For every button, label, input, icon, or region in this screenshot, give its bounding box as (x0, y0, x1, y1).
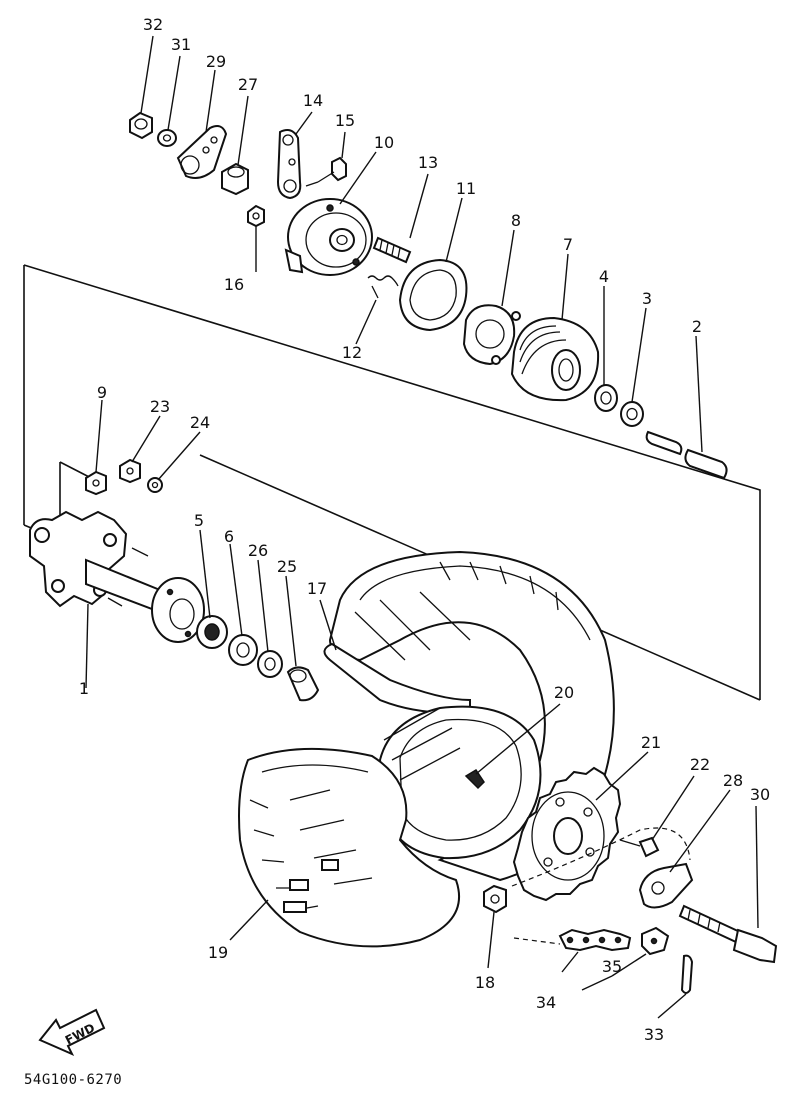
part-4-bearing (594, 384, 618, 412)
drive-chain-path (511, 827, 691, 945)
part-23-nut (119, 458, 141, 484)
label-part-18: 18 (475, 973, 495, 992)
part-6-spacer (228, 634, 258, 666)
label-part-2: 2 (692, 317, 702, 336)
label-part-30: 30 (750, 785, 770, 804)
catalog-code: 54G100-6270 (24, 1072, 123, 1088)
label-part-8: 8 (511, 211, 521, 230)
label-part-29: 29 (206, 52, 226, 71)
part-22-bolt (619, 836, 660, 858)
part-number-labels: 32 31 29 27 14 15 10 16 13 11 12 8 7 4 3… (79, 15, 770, 1044)
part-8-plate (462, 304, 521, 366)
label-part-11: 11 (456, 179, 476, 198)
label-part-34: 34 (536, 993, 556, 1012)
part-10-brake-plate (284, 198, 373, 276)
part-2-collar (645, 430, 728, 480)
label-part-9: 9 (97, 383, 107, 402)
part-35-master-link (641, 926, 670, 956)
part-1-rear-axle-hub (29, 510, 205, 643)
fwd-arrow-icon: FWD (38, 1008, 106, 1057)
part-9-nut (85, 470, 107, 496)
part-18-nut (483, 884, 507, 914)
part-7-brake-drum (510, 316, 600, 402)
part-34-drive-chain (558, 928, 632, 952)
part-14-brake-arm (276, 129, 302, 200)
label-part-33: 33 (644, 1025, 664, 1044)
part-19-tire (238, 747, 461, 948)
part-28-chain-puller (638, 862, 694, 909)
label-part-15: 15 (335, 111, 355, 130)
part-12-spring (367, 275, 399, 299)
part-30-axle-bolt (678, 904, 778, 964)
part-20-valve (464, 768, 485, 790)
label-part-6: 6 (224, 527, 234, 546)
label-part-13: 13 (418, 153, 438, 172)
part-11-brake-shoe (398, 258, 468, 332)
part-15-bolt (305, 156, 347, 187)
label-part-16: 16 (224, 275, 244, 294)
label-part-7: 7 (563, 235, 573, 254)
label-part-25: 25 (277, 557, 297, 576)
part-26-washer (257, 650, 283, 678)
label-part-32: 32 (143, 15, 163, 34)
label-part-28: 28 (723, 771, 743, 790)
part-27-collar (221, 162, 249, 196)
rim-center (378, 705, 542, 860)
label-part-23: 23 (150, 397, 170, 416)
part-21-sprocket (512, 766, 622, 902)
part-25-collar (286, 666, 320, 702)
label-part-27: 27 (238, 75, 258, 94)
label-part-20: 20 (554, 683, 574, 702)
part-31-washer (157, 129, 177, 147)
label-part-26: 26 (248, 541, 268, 560)
part-3-oil-seal (620, 401, 644, 427)
part-32-nut (129, 111, 153, 140)
label-part-35: 35 (602, 957, 622, 976)
part-29-cam-lever (176, 125, 228, 179)
label-part-24: 24 (190, 413, 210, 432)
part-13-brake-cam (372, 236, 412, 264)
label-part-17: 17 (307, 579, 327, 598)
label-part-10: 10 (374, 133, 394, 152)
label-part-14: 14 (303, 91, 323, 110)
leader-lines (85, 35, 759, 1019)
part-33-cotter-pin (680, 954, 694, 994)
part-24-washer (147, 477, 163, 493)
part-5-bearing (196, 615, 228, 649)
label-part-3: 3 (642, 289, 652, 308)
part-16-nut (247, 204, 265, 228)
label-part-5: 5 (194, 511, 204, 530)
assembly-frame-line (23, 264, 761, 701)
label-part-31: 31 (171, 35, 191, 54)
label-part-22: 22 (690, 755, 710, 774)
label-part-19: 19 (208, 943, 228, 962)
label-part-4: 4 (599, 267, 609, 286)
label-part-12: 12 (342, 343, 362, 362)
label-part-1: 1 (79, 679, 89, 698)
label-part-21: 21 (641, 733, 661, 752)
